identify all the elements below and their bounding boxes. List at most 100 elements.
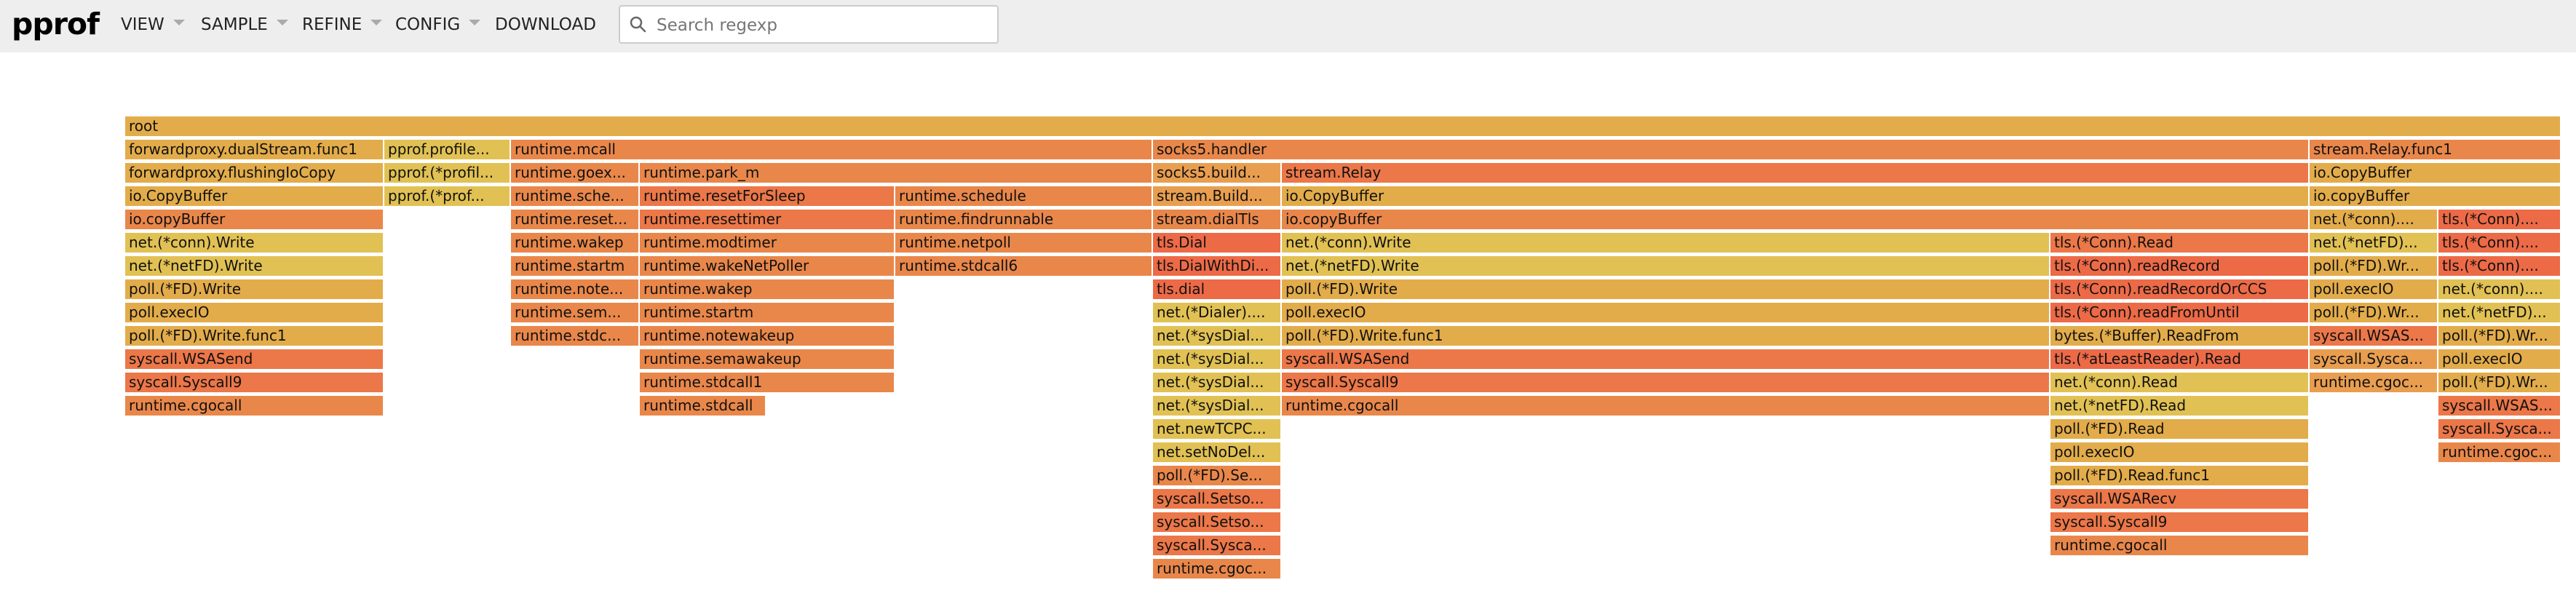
flame-frame[interactable]: runtime.park_m: [640, 163, 1153, 184]
flame-frame[interactable]: syscall.Sysca...: [1153, 536, 1282, 557]
flame-frame[interactable]: runtime.cgocall: [1282, 396, 2050, 417]
flame-frame[interactable]: runtime.startm: [640, 303, 895, 324]
flame-frame[interactable]: tls.(*Conn).readFromUntil: [2050, 303, 2310, 324]
flame-frame[interactable]: stream.Relay: [1282, 163, 2310, 184]
flame-frame[interactable]: runtime.netpoll: [895, 233, 1153, 254]
menu-config[interactable]: CONFIG: [395, 0, 481, 52]
flame-frame[interactable]: syscall.Syscall9: [125, 373, 384, 394]
flame-frame[interactable]: syscall.Syscall9: [1282, 373, 2050, 394]
flame-frame[interactable]: stream.Relay.func1: [2310, 140, 2561, 161]
menu-view[interactable]: VIEW: [121, 0, 185, 52]
flame-frame[interactable]: runtime.sem...: [511, 303, 640, 324]
flame-frame[interactable]: runtime.stdcall6: [895, 256, 1153, 277]
flame-frame[interactable]: runtime.wakep: [640, 279, 895, 301]
flame-frame[interactable]: poll.(*FD).Write: [125, 279, 384, 301]
flame-frame[interactable]: bytes.(*Buffer).ReadFrom: [2050, 326, 2310, 347]
flame-frame[interactable]: net.(*netFD).Write: [125, 256, 384, 277]
flame-frame[interactable]: runtime.note...: [511, 279, 640, 301]
flame-frame[interactable]: net.(*conn).Write: [125, 233, 384, 254]
flame-frame[interactable]: io.CopyBuffer: [2310, 163, 2561, 184]
flame-frame[interactable]: syscall.WSAS...: [2438, 396, 2561, 417]
flame-frame[interactable]: runtime.mcall: [511, 140, 1153, 161]
flame-frame[interactable]: io.copyBuffer: [2310, 186, 2561, 207]
flame-frame[interactable]: runtime.modtimer: [640, 233, 895, 254]
flame-frame[interactable]: runtime.notewakeup: [640, 326, 895, 347]
flame-frame[interactable]: pprof.(*prof...: [384, 186, 511, 207]
flame-frame[interactable]: syscall.Setso...: [1153, 512, 1282, 533]
flame-frame[interactable]: poll.(*FD).Write.func1: [125, 326, 384, 347]
flame-frame[interactable]: runtime.startm: [511, 256, 640, 277]
flame-frame[interactable]: runtime.cgoc...: [2310, 373, 2438, 394]
flame-frame[interactable]: forwardproxy.flushingIoCopy: [125, 163, 384, 184]
flame-frame[interactable]: syscall.Sysca...: [2438, 419, 2561, 440]
flame-frame[interactable]: poll.(*FD).Write.func1: [1282, 326, 2050, 347]
flame-frame[interactable]: poll.(*FD).Se...: [1153, 466, 1282, 487]
flame-frame[interactable]: syscall.WSASend: [125, 349, 384, 370]
flame-frame[interactable]: io.copyBuffer: [1282, 210, 2310, 231]
flame-frame[interactable]: syscall.Setso...: [1153, 489, 1282, 510]
flame-frame[interactable]: poll.(*FD).Read.func1: [2050, 466, 2310, 487]
flame-frame[interactable]: tls.(*Conn).Read: [2050, 233, 2310, 254]
flame-frame[interactable]: tls.(*atLeastReader).Read: [2050, 349, 2310, 370]
flame-frame[interactable]: poll.(*FD).Wr...: [2438, 373, 2561, 394]
flame-frame[interactable]: runtime.reset...: [511, 210, 640, 231]
flame-frame[interactable]: net.(*sysDial...: [1153, 396, 1282, 417]
flame-frame[interactable]: poll.(*FD).Wr...: [2310, 256, 2438, 277]
menu-sample[interactable]: SAMPLE: [201, 0, 288, 52]
menu-download[interactable]: DOWNLOAD: [495, 0, 596, 52]
flame-frame[interactable]: stream.Build...: [1153, 186, 1282, 207]
flame-frame[interactable]: net.(*sysDial...: [1153, 326, 1282, 347]
flame-frame[interactable]: net.newTCPC...: [1153, 419, 1282, 440]
flame-frame[interactable]: net.(*conn).Read: [2050, 373, 2310, 394]
flame-frame[interactable]: tls.(*Conn)....: [2438, 233, 2561, 254]
flame-frame[interactable]: io.CopyBuffer: [125, 186, 384, 207]
flame-frame[interactable]: runtime.cgoc...: [2438, 442, 2561, 464]
flame-frame[interactable]: poll.(*FD).Write: [1282, 279, 2050, 301]
flame-frame[interactable]: io.CopyBuffer: [1282, 186, 2310, 207]
flame-frame[interactable]: root: [125, 116, 2561, 138]
flame-frame[interactable]: net.(*conn)....: [2438, 279, 2561, 301]
flame-frame[interactable]: pprof.profile...: [384, 140, 511, 161]
flame-frame[interactable]: pprof.(*profil...: [384, 163, 511, 184]
flame-frame[interactable]: net.(*conn).Write: [1282, 233, 2050, 254]
flame-frame[interactable]: poll.(*FD).Wr...: [2438, 326, 2561, 347]
search-box[interactable]: [619, 5, 999, 44]
flame-frame[interactable]: net.setNoDel...: [1153, 442, 1282, 464]
flame-frame[interactable]: poll.execIO: [2310, 279, 2438, 301]
flame-frame[interactable]: runtime.wakeNetPoller: [640, 256, 895, 277]
flame-frame[interactable]: net.(*netFD).Read: [2050, 396, 2310, 417]
flame-frame[interactable]: net.(*netFD)...: [2310, 233, 2438, 254]
flame-frame[interactable]: net.(*netFD).Write: [1282, 256, 2050, 277]
pprof-logo[interactable]: pprof: [12, 7, 100, 41]
flame-frame[interactable]: runtime.stdcall: [640, 396, 766, 417]
flame-frame[interactable]: poll.execIO: [2438, 349, 2561, 370]
flame-frame[interactable]: net.(*Dialer)....: [1153, 303, 1282, 324]
menu-refine[interactable]: REFINE: [302, 0, 383, 52]
flame-frame[interactable]: stream.dialTls: [1153, 210, 1282, 231]
flame-frame[interactable]: io.copyBuffer: [125, 210, 384, 231]
flame-frame[interactable]: poll.execIO: [1282, 303, 2050, 324]
flame-frame[interactable]: runtime.goex...: [511, 163, 640, 184]
flame-frame[interactable]: socks5.handler: [1153, 140, 2310, 161]
flame-frame[interactable]: runtime.resettimer: [640, 210, 895, 231]
flame-frame[interactable]: syscall.WSAS...: [2310, 326, 2438, 347]
flame-frame[interactable]: forwardproxy.dualStream.func1: [125, 140, 384, 161]
flame-frame[interactable]: net.(*sysDial...: [1153, 373, 1282, 394]
flame-frame[interactable]: runtime.stdc...: [511, 326, 640, 347]
flame-frame[interactable]: net.(*netFD)...: [2438, 303, 2561, 324]
flame-frame[interactable]: tls.(*Conn)....: [2438, 210, 2561, 231]
flame-frame[interactable]: runtime.resetForSleep: [640, 186, 895, 207]
flame-frame[interactable]: syscall.Sysca...: [2310, 349, 2438, 370]
flame-frame[interactable]: net.(*sysDial...: [1153, 349, 1282, 370]
flame-frame[interactable]: tls.Dial: [1153, 233, 1282, 254]
flame-frame[interactable]: runtime.stdcall1: [640, 373, 895, 394]
flame-frame[interactable]: net.(*conn)....: [2310, 210, 2438, 231]
flame-frame[interactable]: runtime.cgoc...: [1153, 559, 1282, 580]
flame-frame[interactable]: runtime.cgocall: [2050, 536, 2310, 557]
flame-frame[interactable]: syscall.Syscall9: [2050, 512, 2310, 533]
flame-frame[interactable]: socks5.build...: [1153, 163, 1282, 184]
flame-frame[interactable]: tls.DialWithDi...: [1153, 256, 1282, 277]
flame-frame[interactable]: tls.(*Conn).readRecordOrCCS: [2050, 279, 2310, 301]
flame-frame[interactable]: runtime.sche...: [511, 186, 640, 207]
flame-frame[interactable]: runtime.wakep: [511, 233, 640, 254]
